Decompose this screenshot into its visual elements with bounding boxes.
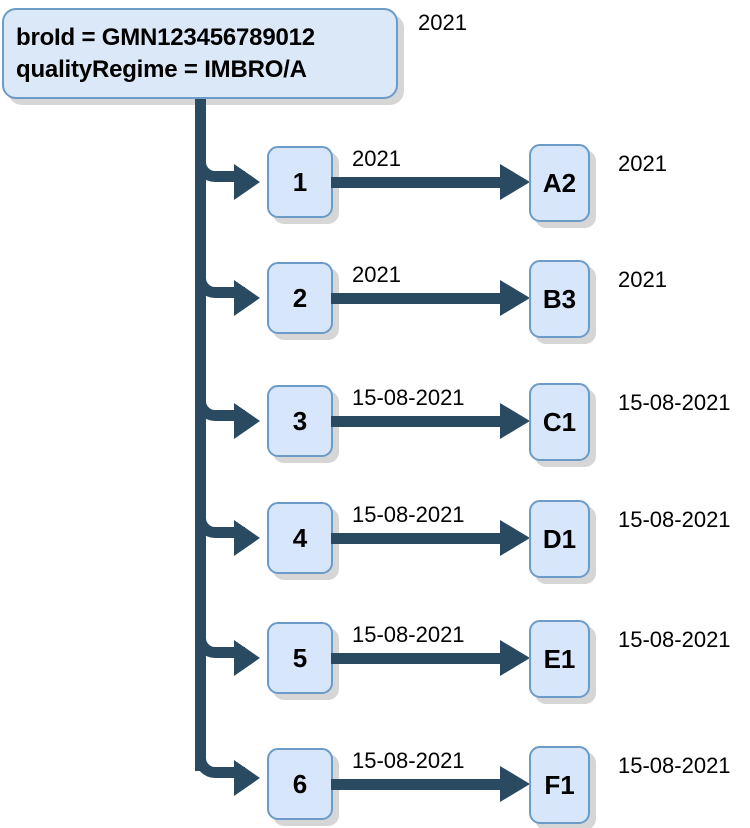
node-target-3[interactable]: C1 [529, 383, 590, 461]
edge-shaft-1 [331, 177, 503, 188]
row-date-label-6: 15-08-2021 [618, 753, 731, 778]
branch-arrowhead-4 [234, 520, 260, 556]
edge-label-3: 15-08-2021 [352, 385, 465, 410]
node-target-2[interactable]: B3 [529, 260, 590, 338]
edge-arrowhead-3 [500, 403, 530, 439]
edge-shaft-2 [331, 293, 503, 304]
branch-connector-6 [195, 742, 245, 778]
row-date-label-4: 15-08-2021 [618, 507, 731, 532]
branch-arrowhead-5 [234, 640, 260, 676]
node-target-4[interactable]: D1 [529, 500, 590, 578]
edge-arrowhead-1 [500, 164, 530, 200]
edge-label-1: 2021 [352, 146, 401, 171]
branch-arrowhead-3 [234, 403, 260, 439]
node-source-2[interactable]: 2 [267, 262, 333, 334]
branch-connector-3 [195, 385, 245, 421]
edge-arrowhead-2 [500, 280, 530, 316]
node-source-6[interactable]: 6 [267, 748, 333, 820]
header-node[interactable]: broId = GMN123456789012 qualityRegime = … [2, 8, 398, 99]
branch-connector-5 [195, 622, 245, 658]
branch-arrowhead-1 [234, 164, 260, 200]
edge-shaft-6 [331, 779, 503, 790]
row-date-label-3: 15-08-2021 [618, 390, 731, 415]
branch-connector-4 [195, 502, 245, 538]
edge-label-6: 15-08-2021 [352, 748, 465, 773]
node-source-3[interactable]: 3 [267, 385, 333, 457]
edge-shaft-3 [331, 416, 503, 427]
node-source-5[interactable]: 5 [267, 622, 333, 694]
branch-connector-1 [195, 146, 245, 182]
edge-arrowhead-5 [500, 640, 530, 676]
branch-connector-2 [195, 262, 245, 298]
header-line-quality-regime: qualityRegime = IMBRO/A [16, 55, 307, 83]
row-date-label-5: 15-08-2021 [618, 627, 731, 652]
edge-label-4: 15-08-2021 [352, 502, 465, 527]
row-date-label-1: 2021 [618, 151, 667, 176]
node-target-5[interactable]: E1 [529, 620, 590, 698]
row-date-label-2: 2021 [618, 267, 667, 292]
node-source-4[interactable]: 4 [267, 502, 333, 574]
edge-arrowhead-4 [500, 520, 530, 556]
edge-arrowhead-6 [500, 766, 530, 802]
edge-label-5: 15-08-2021 [352, 622, 465, 647]
edge-shaft-5 [331, 653, 503, 664]
trunk-line [195, 99, 206, 771]
header-date-label: 2021 [418, 10, 467, 35]
edge-label-2: 2021 [352, 262, 401, 287]
edge-shaft-4 [331, 533, 503, 544]
header-line-bro-id: broId = GMN123456789012 [16, 24, 315, 52]
branch-arrowhead-2 [234, 280, 260, 316]
node-target-1[interactable]: A2 [529, 144, 590, 222]
node-target-6[interactable]: F1 [529, 746, 590, 824]
branch-arrowhead-6 [234, 760, 260, 796]
node-source-1[interactable]: 1 [267, 146, 333, 218]
